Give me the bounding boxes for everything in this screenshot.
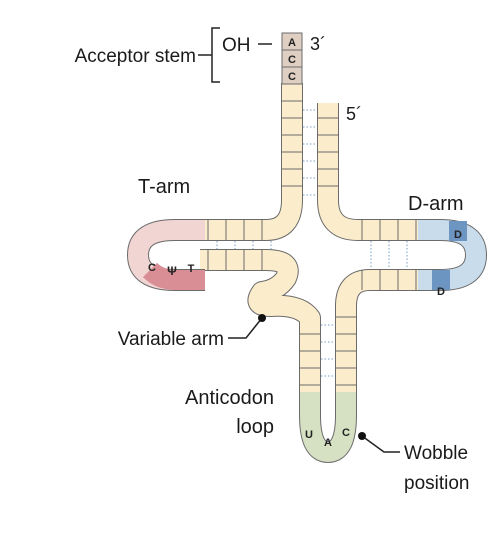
t-loop-base-t: T	[188, 263, 195, 275]
acceptor-end	[281, 32, 303, 85]
five-prime-strand-fill	[318, 103, 418, 240]
anticodon-loop-label-line1: Anticodon	[185, 387, 274, 409]
variable-arm-marker	[258, 314, 266, 322]
variable-arm-label: Variable arm	[118, 329, 224, 350]
oh-label: OH	[222, 35, 251, 56]
trna-backbone	[200, 83, 418, 392]
wobble-label-line2: position	[404, 473, 470, 494]
t-loop	[126, 219, 205, 291]
three-prime-strand-fill	[205, 83, 302, 240]
acceptor-stem-label: Acceptor stem	[75, 46, 196, 67]
acceptor-base-c1: C	[288, 54, 296, 66]
wobble-marker	[358, 432, 366, 440]
anticodon-loop-label-line2: loop	[236, 416, 274, 438]
acceptor-bracket	[211, 27, 220, 83]
d-base-lower	[432, 270, 450, 290]
acceptor-base-a: A	[288, 37, 296, 49]
variable-region-strand-fill	[200, 250, 320, 392]
three-prime-strand	[205, 83, 303, 241]
text-labels: Acceptor stem OH 3´ 5´ T-arm D-arm Varia…	[75, 34, 470, 494]
t-arm-label: T-arm	[138, 176, 190, 198]
t-loop-base-psi: Ψ	[167, 264, 177, 278]
d-arm-label: D-arm	[408, 193, 464, 215]
d-base-upper	[449, 221, 467, 241]
wobble-label-line1: Wobble	[404, 443, 468, 464]
wobble-leader	[361, 435, 400, 453]
segment-dividers	[207, 100, 417, 386]
d-loop	[418, 219, 488, 291]
d-loop-base-upper: D	[454, 229, 462, 241]
t-loop-base-c: C	[148, 262, 156, 274]
d-to-anticodon-strand-fill	[336, 270, 418, 392]
anticodon-loop	[299, 392, 357, 464]
anticodon-base-c: C	[342, 427, 350, 439]
anticodon-base-a: A	[324, 437, 332, 449]
acceptor-base-c2: C	[288, 71, 296, 83]
d-loop-base-lower: D	[437, 286, 445, 298]
five-prime-strand	[317, 103, 418, 241]
anticodon-base-u: U	[305, 429, 313, 441]
t-loop-highlight	[142, 262, 205, 290]
three-prime-label: 3´	[310, 34, 326, 54]
base-pairing-dots	[216, 109, 408, 377]
five-prime-label: 5´	[346, 104, 362, 124]
variable-arm-leader	[228, 317, 263, 339]
leader-lines	[198, 27, 400, 453]
base-letters: A C C C Ψ T D D U A C	[148, 37, 462, 449]
